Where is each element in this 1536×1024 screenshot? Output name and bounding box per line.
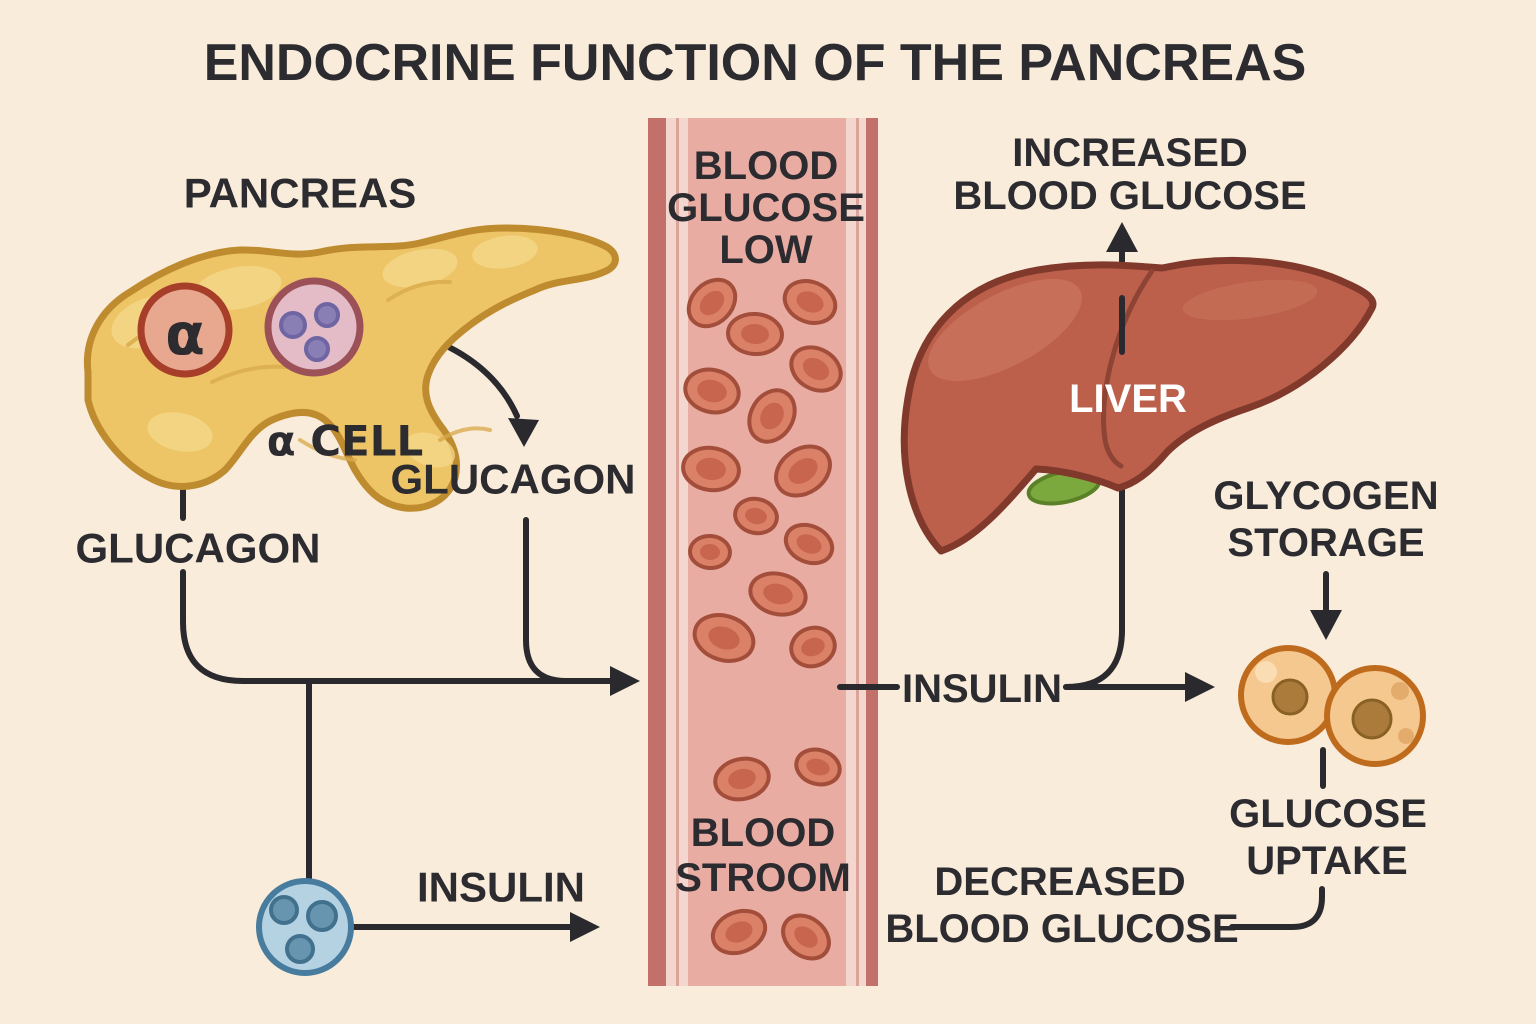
red-blood-cell	[710, 908, 768, 956]
red-blood-cells	[681, 277, 843, 961]
vessel-bottom-label-line1: BLOOD	[691, 811, 835, 855]
beta-granule	[285, 934, 315, 964]
liver-lobe-crease	[1101, 268, 1155, 469]
glycogen-down-arrowhead	[1310, 610, 1342, 640]
cell-nucleus	[1351, 698, 1393, 740]
glucagon-left-line	[180, 569, 613, 684]
insulin-right-arrowhead	[1185, 672, 1215, 702]
glucagon-right-stem	[523, 517, 569, 684]
glucagon-arrowhead-down	[508, 418, 539, 447]
vessel-left-wall	[648, 118, 666, 986]
vessel-bottom-label-line2: STROOM	[675, 856, 851, 900]
increased-glucose-arrowhead	[1106, 222, 1138, 252]
decreased-label-line2: BLOOD GLUCOSE	[885, 907, 1238, 951]
target-cells	[1238, 645, 1426, 767]
glucose-uptake-label-line1: GLUCOSE	[1229, 792, 1427, 836]
red-blood-cell	[781, 913, 831, 961]
glycogen-label-line1: GLYCOGEN	[1213, 474, 1438, 518]
cell-spot	[1391, 682, 1409, 700]
insulin-pathway-lines	[837, 222, 1342, 930]
red-blood-cell	[686, 277, 738, 329]
increased-label-line2: BLOOD GLUCOSE	[953, 174, 1306, 218]
vessel-top-label-line1: BLOOD	[694, 144, 838, 188]
cell-highlight	[1255, 661, 1277, 683]
red-blood-cell	[774, 444, 832, 498]
red-blood-cell	[789, 625, 837, 669]
increased-label-line1: INCREASED	[1012, 131, 1248, 175]
glycogen-label-line2: STORAGE	[1227, 521, 1424, 565]
red-blood-cell	[789, 345, 843, 393]
glucagon-arrowhead-right	[610, 666, 640, 696]
glucagon-right-label: GLUCAGON	[391, 456, 636, 503]
liver-label: LIVER	[1069, 377, 1187, 421]
islet-granule	[279, 311, 307, 339]
target-cell-right	[1324, 665, 1426, 767]
red-blood-cell	[681, 445, 741, 493]
insulin-to-liver-branch	[1063, 475, 1125, 690]
islet-cell	[264, 277, 364, 377]
decreased-label-line1: DECREASED	[934, 860, 1185, 904]
liver-highlight	[928, 278, 1082, 382]
vessel-top-label-line2: GLUCOSE	[667, 186, 865, 230]
glucose-uptake-label-line2: UPTAKE	[1246, 839, 1407, 883]
islet-granule	[304, 336, 330, 362]
vessel-top-label-line3: LOW	[719, 228, 813, 272]
red-blood-cell	[683, 367, 741, 415]
target-cell-left	[1238, 645, 1338, 745]
red-blood-cell	[688, 533, 732, 571]
liver-highlight	[1182, 279, 1318, 321]
red-blood-cell	[713, 756, 771, 802]
red-blood-cell	[748, 571, 808, 617]
red-blood-cell	[782, 279, 838, 325]
red-blood-cell	[794, 747, 842, 787]
islet-granule	[314, 302, 340, 328]
alpha-cell-label: α CELL	[267, 417, 424, 466]
blood-vessel: BLOOD GLUCOSE LOW BLOOD STROOM	[648, 118, 878, 986]
red-blood-cell	[783, 522, 835, 566]
insulin-right-label: INSULIN	[902, 667, 1062, 711]
liver-illustration: LIVER	[900, 256, 1377, 555]
cell-nucleus	[1271, 678, 1309, 716]
pancreas-label: PANCREAS	[184, 170, 417, 217]
alpha-cell: α	[137, 282, 233, 378]
insulin-bottom-arrowhead	[570, 912, 600, 942]
beta-granule	[269, 895, 299, 925]
page-title: ENDOCRINE FUNCTION OF THE PANCREAS	[204, 34, 1307, 92]
glucagon-left-label: GLUCAGON	[76, 525, 321, 572]
insulin-beta-cell	[256, 878, 354, 976]
cell-spot	[1398, 728, 1414, 744]
red-blood-cell	[726, 311, 784, 357]
vessel-right-wall	[866, 118, 878, 986]
red-blood-cell	[692, 613, 756, 663]
pancreas-illustration: α	[83, 224, 619, 512]
alpha-symbol: α	[165, 300, 205, 368]
red-blood-cell	[747, 388, 797, 444]
decreased-to-uptake-connector	[1229, 886, 1325, 930]
glucagon-pathway-lines	[180, 320, 640, 942]
red-blood-cell	[733, 496, 779, 536]
beta-granule	[306, 900, 338, 932]
insulin-bottom-label: INSULIN	[417, 864, 585, 911]
